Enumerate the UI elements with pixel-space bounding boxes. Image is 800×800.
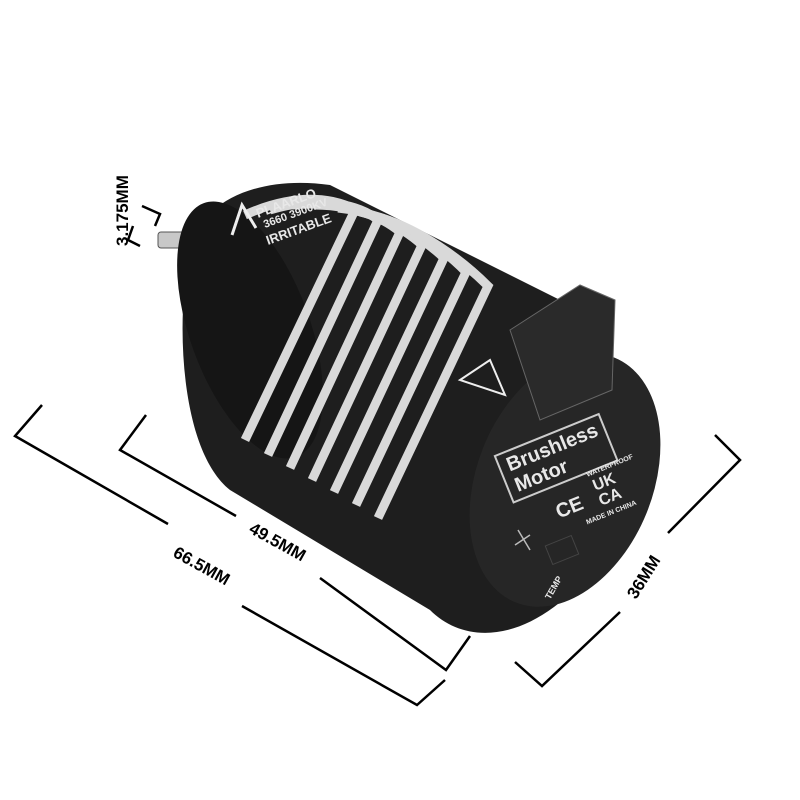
dim-shaft-label: 3.175MM: [113, 175, 132, 246]
warning-icon: [457, 358, 507, 397]
wire-terminal-block: [509, 284, 616, 421]
dim-49-5-line-a: [118, 414, 237, 518]
weee-bin-icon: [514, 529, 531, 551]
brand-logo-icon: [230, 201, 258, 236]
dim-66-5-line-a: [13, 404, 169, 526]
dim-total-length-label: 66.5MM: [170, 543, 233, 589]
dimension-lines: [13, 204, 742, 707]
dim-diameter-label: 36MM: [623, 552, 664, 602]
cooling-fins: [240, 194, 494, 520]
temp-sensor-window: [544, 534, 580, 566]
dim-36-line-b: [514, 611, 621, 688]
dim-3-175-line-a: [141, 204, 162, 227]
dim-66-5-line-b: [241, 604, 446, 707]
dim-36-line-a: [667, 434, 742, 534]
front-face: [177, 201, 323, 459]
dim-49-5-line-b: [319, 576, 472, 672]
dim-3-175-line-b: [126, 225, 141, 248]
